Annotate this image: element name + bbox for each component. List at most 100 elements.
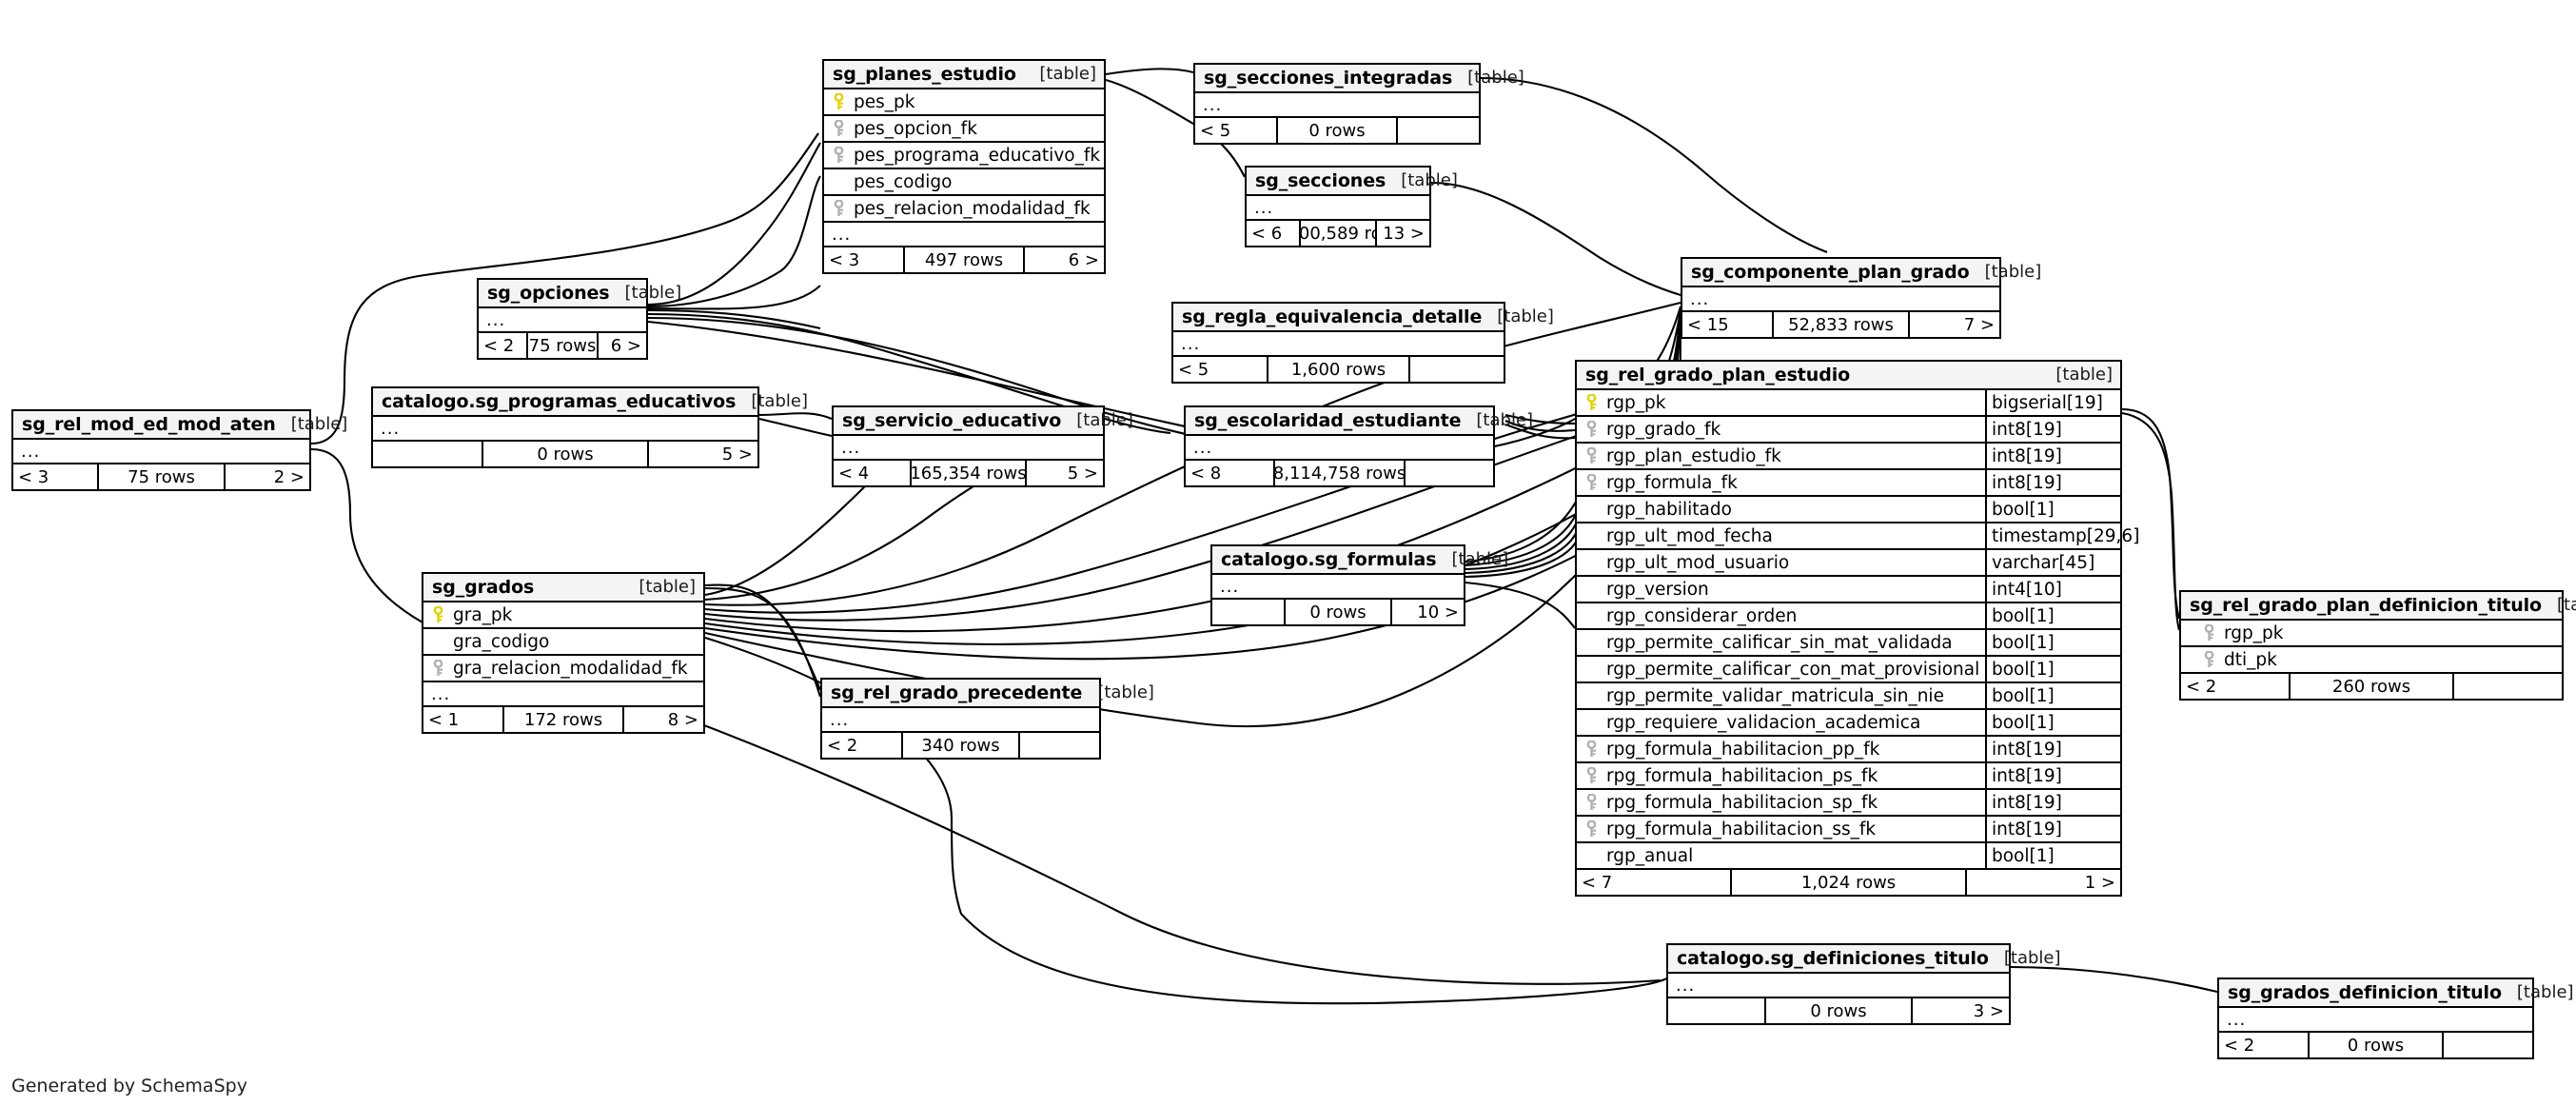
- children-count[interactable]: 8 >: [667, 709, 698, 730]
- parents-count[interactable]: < 2: [2224, 1035, 2255, 1056]
- foreign-key-icon: [832, 200, 846, 217]
- column-row[interactable]: pes_pk: [824, 89, 1104, 116]
- table-node-sg_regla_equivalencia_detalle[interactable]: sg_regla_equivalencia_detalle[table]...<…: [1171, 302, 1554, 384]
- table-header[interactable]: catalogo.sg_definiciones_titulo[table]: [1668, 945, 2061, 974]
- parents-count[interactable]: < 3: [829, 249, 860, 270]
- table-node-sg_rel_grado_plan_definicion_titulo[interactable]: sg_rel_grado_plan_definicion_titulo[tabl…: [2179, 590, 2576, 701]
- more-columns-ellipsis: ...: [2219, 1008, 2532, 1033]
- column-row[interactable]: gra_codigo: [423, 629, 703, 656]
- column-row[interactable]: gra_pk: [423, 602, 703, 629]
- table-header[interactable]: sg_regla_equivalencia_detalle[table]: [1173, 304, 1554, 332]
- parents-count[interactable]: < 2: [827, 735, 858, 756]
- children-count[interactable]: 5 >: [1067, 463, 1098, 484]
- column-row[interactable]: pes_codigo: [824, 169, 1104, 196]
- children-count[interactable]: [1020, 733, 1099, 758]
- parents-count[interactable]: < 15: [1687, 314, 1729, 335]
- parents-count[interactable]: < 2: [483, 335, 515, 356]
- column-row[interactable]: rgp_pk: [2181, 621, 2562, 647]
- children-count[interactable]: 7 >: [1963, 314, 1995, 335]
- parents-count[interactable]: < 7: [1582, 872, 1613, 893]
- parents-count[interactable]: < 5: [1178, 359, 1209, 380]
- children-count[interactable]: 2 >: [273, 466, 305, 487]
- table-header[interactable]: sg_escolaridad_estudiante[table]: [1186, 407, 1533, 436]
- table-header[interactable]: sg_servicio_educativo[table]: [834, 407, 1133, 436]
- column-label: pes_relacion_modalidad_fk: [854, 198, 1091, 219]
- column-row[interactable]: pes_relacion_modalidad_fk: [824, 196, 1104, 223]
- children-count[interactable]: [2454, 674, 2562, 699]
- table-header[interactable]: sg_secciones[table]: [1247, 168, 1458, 196]
- children-count[interactable]: 6 >: [1068, 249, 1099, 270]
- parents-count[interactable]: [373, 442, 482, 466]
- table-node-catalogo_sg_definiciones_titulo[interactable]: catalogo.sg_definiciones_titulo[table]..…: [1666, 943, 2061, 1025]
- table-header[interactable]: sg_planes_estudio[table]: [824, 61, 1104, 89]
- table-header[interactable]: sg_rel_grado_precedente[table]: [822, 680, 1154, 708]
- table-header[interactable]: sg_opciones[table]: [479, 280, 681, 308]
- children-count[interactable]: 5 >: [721, 444, 753, 464]
- table-header[interactable]: sg_rel_mod_ed_mod_aten[table]: [13, 411, 347, 440]
- children-count[interactable]: 3 >: [1973, 1000, 2004, 1021]
- children-count[interactable]: [2444, 1033, 2532, 1057]
- table-header[interactable]: sg_grados_definicion_titulo[table]: [2219, 979, 2574, 1008]
- parents-count[interactable]: [1668, 998, 1764, 1023]
- parents-count[interactable]: < 6: [1251, 223, 1283, 244]
- parents-count[interactable]: < 1: [428, 709, 460, 730]
- table-header[interactable]: sg_rel_grado_plan_definicion_titulo[tabl…: [2181, 592, 2576, 621]
- table-header[interactable]: catalogo.sg_programas_educativos[table]: [373, 388, 808, 417]
- table-node-catalogo_sg_programas_educativos[interactable]: catalogo.sg_programas_educativos[table].…: [371, 386, 808, 468]
- column-row[interactable]: dti_pk: [2181, 647, 2562, 674]
- children-count[interactable]: 10 >: [1417, 602, 1459, 622]
- column-row[interactable]: gra_relacion_modalidad_fk: [423, 656, 703, 682]
- parents-count[interactable]: < 8: [1190, 463, 1222, 484]
- table-header[interactable]: sg_rel_grado_plan_estudio[table]: [1577, 362, 2120, 390]
- children-count[interactable]: [1398, 118, 1479, 143]
- parents-count[interactable]: < 3: [18, 466, 49, 487]
- parents-count[interactable]: < 4: [838, 463, 870, 484]
- children-count[interactable]: [1410, 357, 1504, 382]
- parents-count[interactable]: < 5: [1200, 120, 1231, 141]
- column-row[interactable]: rgp_permite_calificar_con_mat_provisiona…: [1577, 657, 2120, 683]
- parents-count[interactable]: [1212, 600, 1284, 624]
- children-count[interactable]: 13 >: [1383, 223, 1425, 244]
- children-count[interactable]: 6 >: [610, 335, 641, 356]
- table-header[interactable]: catalogo.sg_formulas[table]: [1212, 546, 1508, 575]
- column-row[interactable]: pes_opcion_fk: [824, 116, 1104, 143]
- table-node-sg_grados_definicion_titulo[interactable]: sg_grados_definicion_titulo[table]...< 2…: [2217, 978, 2574, 1059]
- column-row[interactable]: pes_programa_educativo_fk: [824, 143, 1104, 169]
- children-count[interactable]: [1406, 461, 1493, 485]
- table-header[interactable]: sg_secciones_integradas[table]: [1195, 65, 1524, 93]
- table-header[interactable]: sg_componente_plan_grado[table]: [1682, 259, 2041, 287]
- children-count[interactable]: 1 >: [2084, 872, 2115, 893]
- table-node-sg_secciones[interactable]: sg_secciones[table]...< 61,300,589 rows1…: [1245, 166, 1458, 247]
- table-type-tag: [table]: [1451, 549, 1509, 569]
- table-header[interactable]: sg_grados[table]: [423, 574, 703, 602]
- parents-count[interactable]: < 2: [2186, 676, 2217, 697]
